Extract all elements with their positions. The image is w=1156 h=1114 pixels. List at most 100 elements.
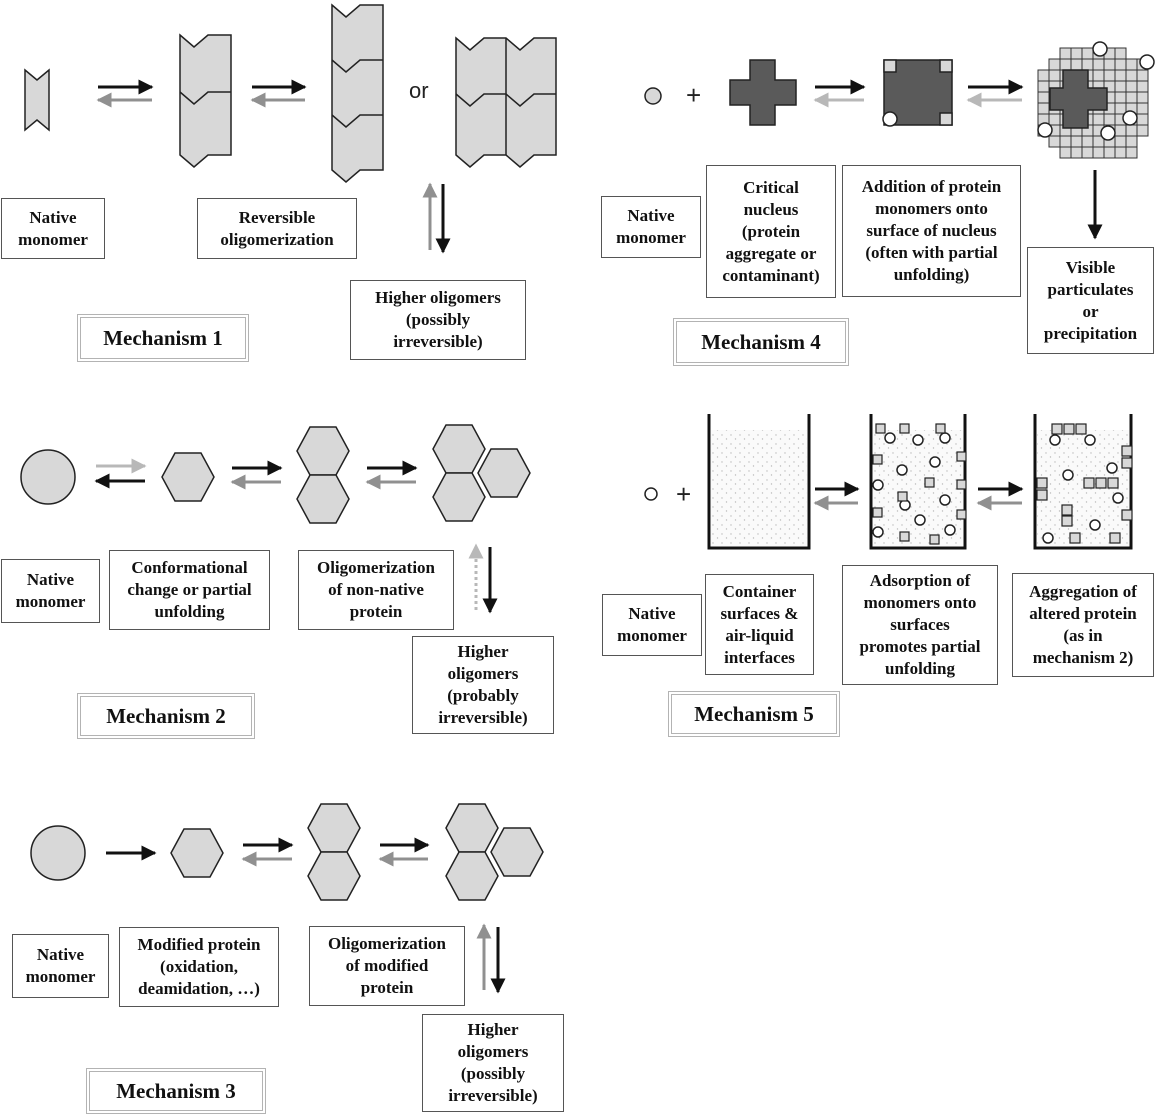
aggregate-square bbox=[1036, 489, 1048, 501]
unfolded-hexagon bbox=[161, 452, 215, 502]
aggregate-monomer-square bbox=[1136, 113, 1149, 126]
aggregate-monomer-square bbox=[1070, 58, 1083, 71]
aggregate-monomer-square bbox=[1114, 47, 1127, 60]
monomer-circle bbox=[872, 479, 884, 491]
monomer-circle bbox=[1062, 469, 1074, 481]
m5-container-surfaces-label: Container surfaces & air-liquid interfac… bbox=[705, 574, 814, 675]
aggregate-monomer-square bbox=[1114, 69, 1127, 82]
dimer-hexagon-top bbox=[296, 426, 350, 476]
aggregate-monomer-square bbox=[1092, 69, 1105, 82]
aggregate-square bbox=[1121, 509, 1133, 521]
m3-native-monomer-label: Native monomer bbox=[12, 934, 109, 998]
aggregate-monomer-circle bbox=[1100, 125, 1116, 141]
aggregate-monomer-square bbox=[1114, 58, 1127, 71]
aggregate-square bbox=[1121, 445, 1133, 457]
m1-reversible-oligomerization-label: Reversible oligomerization bbox=[197, 198, 357, 259]
aggregate-monomer-square bbox=[1037, 102, 1050, 115]
aggregate-monomer-square bbox=[1037, 69, 1050, 82]
aggregate-monomer-square bbox=[1125, 91, 1138, 104]
altered-monomer-square bbox=[956, 479, 967, 490]
aggregate-square bbox=[1036, 477, 1048, 489]
altered-monomer-square bbox=[956, 451, 967, 462]
large-aggregate bbox=[1037, 41, 1155, 159]
altered-monomer-square bbox=[875, 423, 886, 434]
aggregate-monomer-square bbox=[1059, 135, 1072, 148]
aggregate-monomer-square bbox=[1125, 58, 1138, 71]
mechanism-4-title: Mechanism 4 bbox=[673, 318, 849, 366]
aggregate-monomer-square bbox=[1125, 69, 1138, 82]
aggregate-monomer-circle bbox=[1122, 110, 1138, 126]
mechanism-3-shapes bbox=[30, 803, 544, 901]
monomer-circle bbox=[884, 432, 896, 444]
aggregate-monomer-square bbox=[1125, 80, 1138, 93]
monomer-circle bbox=[939, 432, 951, 444]
monomer-circle bbox=[912, 434, 924, 446]
mechanism-3-title: Mechanism 3 bbox=[86, 1068, 266, 1114]
m3-oligomerization-label: Oligomerization of modified protein bbox=[309, 926, 465, 1006]
monomer-circle bbox=[944, 524, 956, 536]
m2-conformational-change-label: Conformational change or partial unfoldi… bbox=[109, 550, 270, 630]
mechanism-2-title: Mechanism 2 bbox=[77, 693, 255, 739]
dimer3-hexagon-bottom bbox=[307, 851, 361, 901]
aggregate-monomer-square bbox=[1092, 113, 1105, 126]
aggregate-monomer-square bbox=[1103, 146, 1116, 159]
aggregate-square bbox=[1061, 515, 1073, 527]
aggregate-square bbox=[1075, 423, 1087, 435]
monomer-circle bbox=[929, 456, 941, 468]
mechanism-5-title: Mechanism 5 bbox=[668, 691, 840, 737]
aggregate-monomer-square bbox=[1114, 91, 1127, 104]
aggregate-monomer-square bbox=[1136, 80, 1149, 93]
mechanism-4-arrows bbox=[813, 79, 1103, 240]
m4-critical-nucleus-label: Critical nucleus (protein aggregate or c… bbox=[706, 165, 836, 298]
aggregate-square bbox=[1109, 532, 1121, 544]
aggregate-monomer-square bbox=[1114, 80, 1127, 93]
monomer-small-circle bbox=[644, 87, 662, 105]
m3-modified-protein-label: Modified protein (oxidation, deamidation… bbox=[119, 927, 279, 1007]
mechanism-4-shapes bbox=[644, 41, 1155, 159]
altered-monomer-square bbox=[899, 423, 910, 434]
aggregate-monomer-square bbox=[1048, 113, 1061, 126]
mechanism-1-arrows bbox=[96, 79, 451, 254]
aggregate-monomer-square bbox=[1081, 135, 1094, 148]
aggregate-square bbox=[1107, 477, 1119, 489]
trimer3-hexagon-right bbox=[490, 827, 544, 877]
aggregate-monomer-square bbox=[1125, 124, 1138, 137]
trimer-hexagon-right bbox=[477, 448, 531, 498]
aggregate-monomer-square bbox=[1059, 58, 1072, 71]
aggregate-monomer-square bbox=[1070, 146, 1083, 159]
altered-monomer-square bbox=[899, 531, 910, 542]
aggregate-monomer-square bbox=[1092, 58, 1105, 71]
monomer-circle bbox=[1112, 492, 1124, 504]
monomer-circle bbox=[872, 526, 884, 538]
aggregate-monomer-square bbox=[1070, 135, 1083, 148]
or-text: or bbox=[409, 78, 429, 103]
aggregate-monomer-square bbox=[1114, 146, 1127, 159]
aggregate-monomer-square bbox=[1081, 58, 1094, 71]
m1-higher-oligomers-label: Higher oligomers (possibly irreversible) bbox=[350, 280, 526, 360]
aggregate-monomer-circle bbox=[1037, 122, 1053, 138]
container-3-walls bbox=[1033, 414, 1133, 550]
monomer-circle bbox=[1049, 434, 1061, 446]
dimer3-hexagon-top bbox=[307, 803, 361, 853]
altered-monomer-square bbox=[956, 509, 967, 520]
m5-native-monomer-label: Native monomer bbox=[602, 594, 702, 656]
plus-sign-5: + bbox=[676, 479, 692, 509]
mechanism-5-arrows bbox=[813, 481, 1024, 511]
aggregate-monomer-square bbox=[1114, 135, 1127, 148]
aggregate-monomer-square bbox=[1136, 91, 1149, 104]
aggregate-monomer-square bbox=[1125, 146, 1138, 159]
aggregate-square bbox=[1095, 477, 1107, 489]
m5-aggregation-label: Aggregation of altered protein (as in me… bbox=[1012, 573, 1154, 677]
aggregate-monomer-square bbox=[1081, 146, 1094, 159]
monomer-circle bbox=[914, 514, 926, 526]
m2-higher-oligomers-label: Higher oligomers (probably irreversible) bbox=[412, 636, 554, 734]
aggregate-square bbox=[1069, 532, 1081, 544]
trimer-hexagon-top bbox=[432, 424, 486, 474]
aggregate-square bbox=[1061, 504, 1073, 516]
aggregate-monomer-square bbox=[1125, 135, 1138, 148]
altered-monomer-square bbox=[872, 507, 883, 518]
native-monomer-circle-3 bbox=[30, 825, 86, 881]
mechanism-3-arrows bbox=[106, 837, 506, 994]
aggregate-monomer-square bbox=[1037, 80, 1050, 93]
monomer-circle bbox=[1106, 462, 1118, 474]
